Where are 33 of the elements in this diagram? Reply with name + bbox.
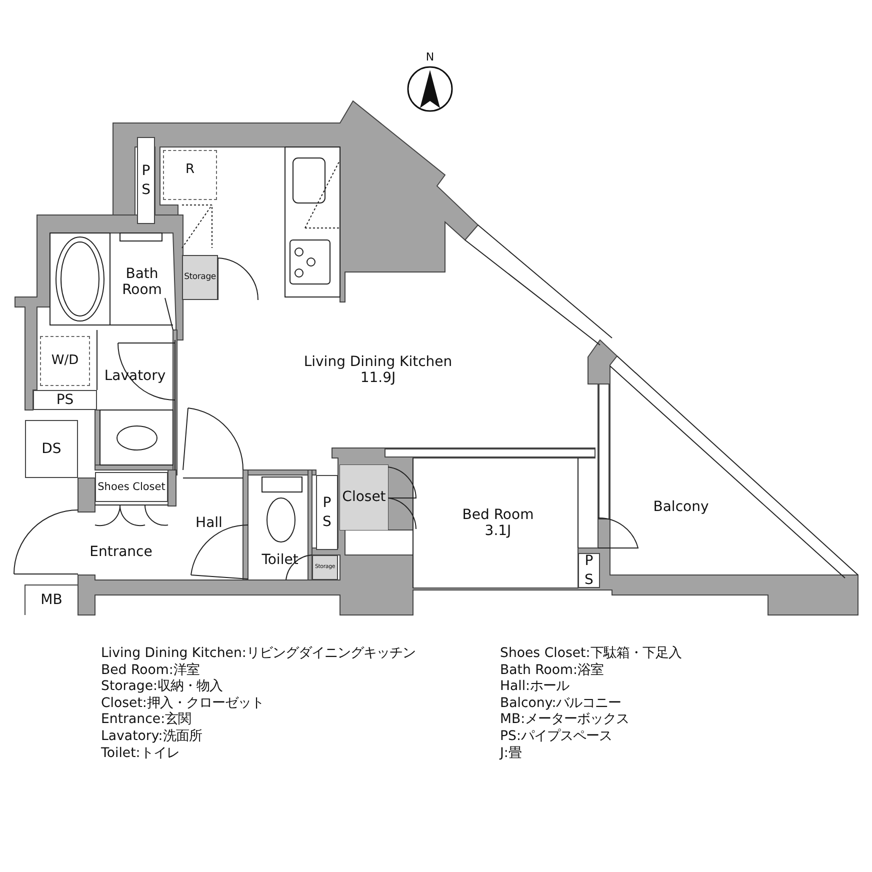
key-entry: Closet:押入・クローゼット (101, 696, 264, 712)
pipe-space-box: PS (316, 475, 338, 550)
room-label: Living Dining Kitchen 11.9J (302, 354, 454, 386)
key-entry: Living Dining Kitchen:リビングダイニングキッチン (101, 646, 416, 662)
appliance-space: R (163, 150, 217, 200)
room-label: Hall (196, 514, 222, 532)
key-entry: Storage:収納・物入 (101, 679, 223, 696)
key-entry: Hall:ホール (500, 679, 570, 696)
pipe-space-box: PS (137, 137, 155, 224)
key-entry: Bath Room:浴室 (500, 662, 604, 680)
room-box: DS (25, 420, 78, 478)
room-label: Toilet (262, 552, 298, 568)
room-label: Entrance (90, 544, 152, 560)
key-entry: Lavatory:洗面所 (101, 729, 202, 746)
key-entry: MB:メーターボックス (500, 712, 630, 728)
key-entry: PS:パイプスペース (500, 729, 612, 746)
room-label: Bed Room 3.1J (461, 506, 535, 540)
meter-box-label: MB (25, 585, 78, 615)
key-entry: Toilet:トイレ (101, 746, 180, 762)
room-box: Shoes Closet (95, 472, 168, 502)
storage-box: Storage (182, 255, 218, 300)
appliance-space: W/D (40, 336, 90, 386)
key-entry: Balcony:バルコニー (500, 696, 622, 712)
key-entry: Bed Room:洋室 (101, 662, 200, 678)
key-entry: J:畳 (500, 746, 522, 762)
compass-letter: N (426, 52, 434, 64)
room-label: Balcony (653, 498, 709, 516)
key-entry: Entrance:玄関 (101, 712, 192, 729)
closet-box: Closet (340, 465, 388, 530)
room-box: PS (33, 390, 97, 410)
room-label: Bath Room (121, 266, 163, 298)
key-entry: Shoes Closet:下駄箱・下足入 (500, 646, 682, 662)
pipe-space-box: PS (578, 553, 600, 588)
